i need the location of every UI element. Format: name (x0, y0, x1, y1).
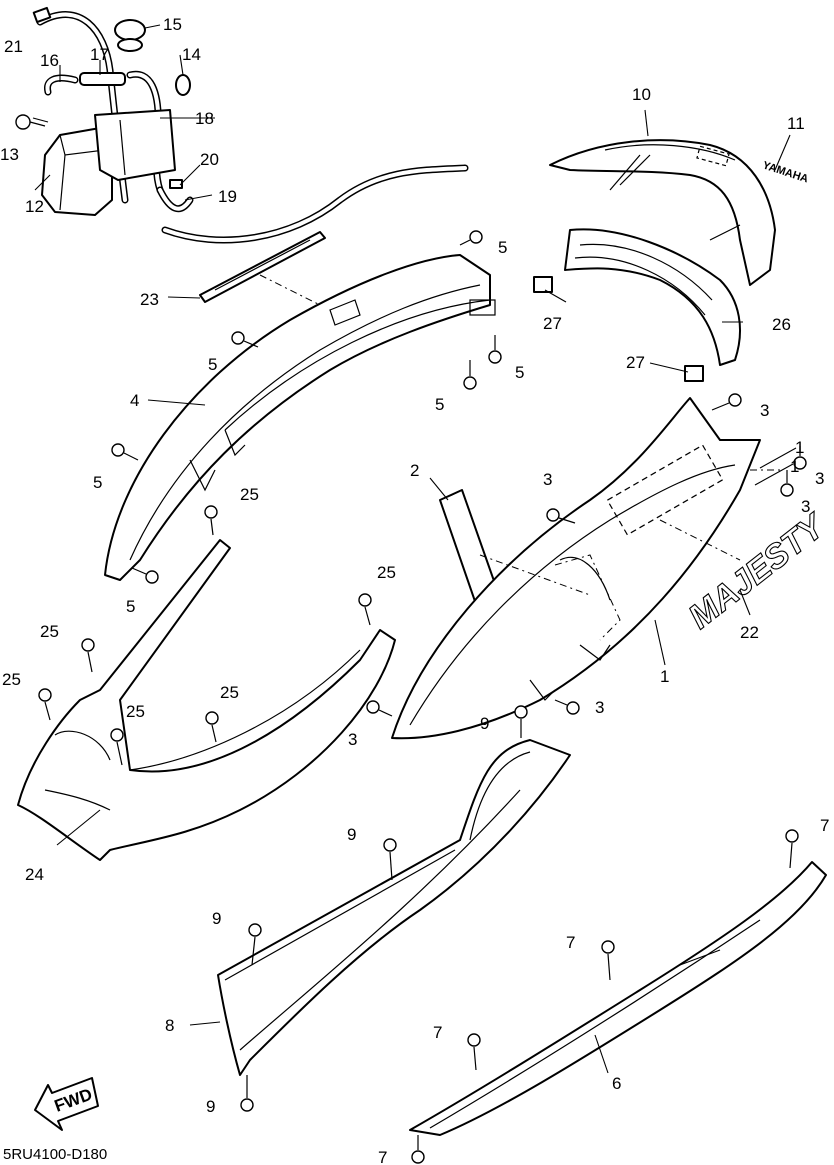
screw-5-e (111, 443, 139, 461)
screw-25-c (81, 638, 95, 673)
reservoir-cap (114, 19, 146, 41)
screw-25-a (204, 505, 218, 536)
callout-3f: 3 (348, 730, 357, 749)
callout-2: 2 (410, 461, 419, 480)
callout-8: 8 (165, 1016, 174, 1035)
callout-9c: 9 (212, 909, 221, 928)
emblem-23 (199, 231, 326, 303)
callout-7b: 7 (566, 933, 575, 952)
callout-27b: 27 (626, 353, 645, 372)
reservoir-tank (41, 127, 113, 216)
callout-25e: 25 (220, 683, 239, 702)
screw-7-d (411, 1135, 425, 1164)
nut-27-a (533, 276, 553, 293)
callout-7a: 7 (820, 816, 829, 835)
nut-27-b (684, 365, 704, 382)
callout-20: 20 (200, 150, 219, 169)
callout-23: 23 (140, 290, 159, 309)
callout-25c: 25 (40, 622, 59, 641)
callout-3a: 3 (760, 401, 769, 420)
fwd-arrow: FWD (34, 1077, 99, 1131)
callout-7d: 7 (378, 1148, 387, 1165)
callout-19: 19 (218, 187, 237, 206)
screw-3-d (546, 508, 576, 524)
callout-25d: 25 (2, 670, 21, 689)
callout-5e: 5 (93, 473, 102, 492)
callout-25a: 25 (240, 485, 259, 504)
side-cover-main (391, 397, 761, 740)
callout-7c: 7 (433, 1023, 442, 1042)
leader-lines (32, 24, 797, 1074)
floor-side-cover-8 (217, 739, 571, 1076)
callout-25f: 25 (126, 702, 145, 721)
callout-18: 18 (195, 109, 214, 128)
callout-26: 26 (772, 315, 791, 334)
hose-joint (79, 72, 126, 86)
screw-5-f (131, 567, 159, 584)
callout-3e: 3 (595, 698, 604, 717)
callout-5d: 5 (435, 395, 444, 414)
callout-1c: 1 (790, 457, 799, 476)
callout-17: 17 (90, 45, 109, 64)
screw-25-f (110, 728, 124, 766)
callout-5c: 5 (515, 363, 524, 382)
screw-9-b (383, 838, 397, 881)
screw-3-a (711, 393, 742, 411)
callout-13: 13 (0, 145, 19, 164)
yamaha-emblem: YAMAHA (761, 159, 810, 185)
callout-10: 10 (632, 85, 651, 104)
screws (38, 230, 807, 1164)
callout-15: 15 (163, 15, 182, 34)
inner-rear-bracket (533, 228, 741, 382)
callout-9b: 9 (347, 825, 356, 844)
screw-9-a (514, 705, 528, 738)
callout-11: 11 (787, 114, 805, 133)
callout-3b: 3 (815, 469, 824, 488)
callout-14: 14 (182, 45, 201, 64)
callout-5b: 5 (208, 355, 217, 374)
reservoir-assembly (15, 6, 469, 244)
screw-5-a (459, 230, 483, 246)
callout-9d: 9 (206, 1097, 215, 1116)
callout-24: 24 (25, 865, 44, 884)
callout-3c: 3 (801, 497, 810, 516)
callout-4: 4 (130, 391, 139, 410)
screw-5-c (488, 335, 502, 364)
callout-25b: 25 (377, 563, 396, 582)
side-molding-6 (409, 861, 827, 1136)
screw-25-b (358, 593, 372, 626)
callout-22: 22 (740, 623, 759, 642)
callout-21: 21 (4, 37, 23, 56)
screw-3-f (366, 700, 393, 717)
callout-6: 6 (612, 1074, 621, 1093)
callout-1b: 1 (795, 438, 804, 457)
screw-9-d (240, 1075, 254, 1112)
screw-7-c (467, 1033, 481, 1071)
screw-5-b (231, 331, 259, 348)
screw-3-c (780, 470, 794, 497)
side-cover-upper (104, 254, 496, 581)
callouts: 21 15 16 17 14 18 13 20 19 12 10 11 5 23… (0, 15, 829, 1165)
screw-25-d (38, 688, 52, 721)
callout-12: 12 (25, 197, 44, 216)
callout-16: 16 (40, 51, 59, 70)
screw-7-a (785, 829, 799, 869)
screw-3-e (554, 699, 580, 715)
callout-27a: 27 (543, 314, 562, 333)
callout-5a: 5 (498, 238, 507, 257)
screw-25-e (205, 711, 219, 743)
callout-3d: 3 (543, 470, 552, 489)
callout-9a: 9 (480, 714, 489, 733)
screw-5-d (463, 360, 477, 390)
lower-cover-24 (17, 539, 396, 861)
screw-3-b (793, 446, 807, 470)
screw-9-c (248, 923, 262, 966)
reservoir-bracket (94, 109, 176, 181)
screw-7-b (601, 940, 615, 981)
callout-1: 1 (660, 667, 669, 686)
diagram-code: 5RU4100-D180 (3, 1146, 107, 1163)
callout-5f: 5 (126, 597, 135, 616)
